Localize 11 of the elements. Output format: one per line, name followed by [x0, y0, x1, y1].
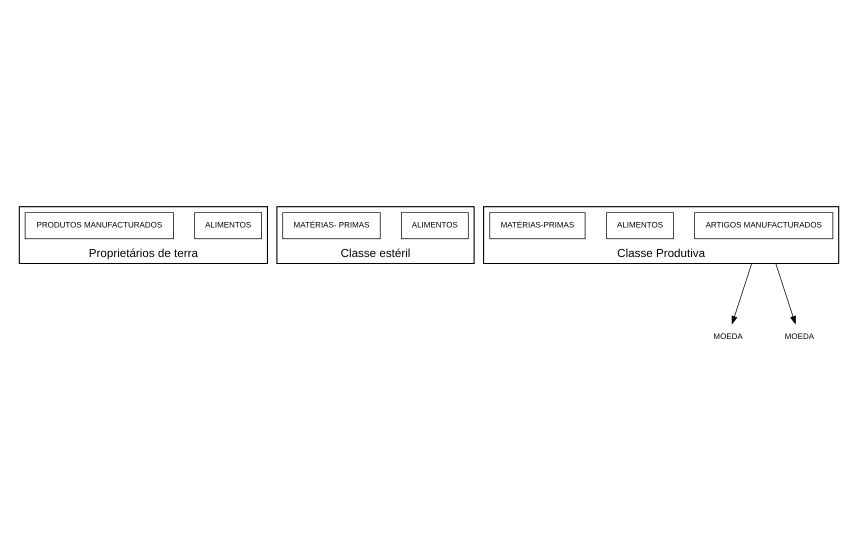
node-box: ALIMENTOS	[606, 212, 674, 239]
node-box: MATÉRIAS-PRIMAS	[489, 212, 586, 239]
arrow	[732, 262, 752, 324]
arrow	[775, 262, 796, 324]
node-box: MATÉRIAS- PRIMAS	[282, 212, 381, 239]
node-box: PRODUTOS MANUFACTURADOS	[24, 212, 174, 239]
node-text: MOEDA	[784, 332, 814, 341]
node-box: ARTIGOS MANUFACTURADOS	[694, 212, 834, 239]
node-box: ALIMENTOS	[194, 212, 262, 239]
node-box: ALIMENTOS	[400, 212, 469, 239]
node-text: MOEDA	[713, 332, 743, 341]
